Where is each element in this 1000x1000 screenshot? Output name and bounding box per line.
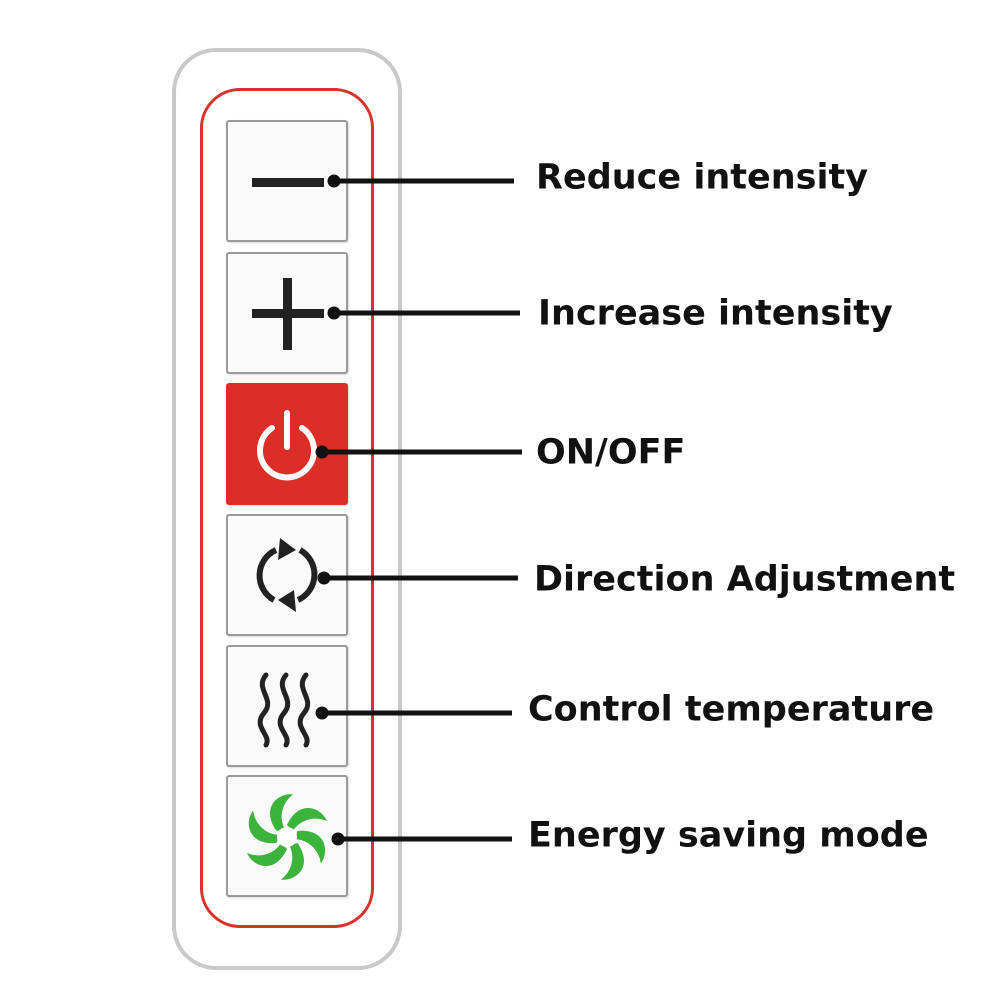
plus-icon <box>252 278 324 350</box>
power-button[interactable] <box>226 383 348 505</box>
rotate-arrows-icon <box>256 538 318 612</box>
label-energy-saving-mode: Energy saving mode <box>528 815 929 856</box>
label-direction-adjustment: Direction Adjustment <box>534 559 956 600</box>
direction-adjustment-button[interactable] <box>226 514 348 636</box>
control-temperature-button[interactable] <box>226 645 348 767</box>
control-panel-red-outline <box>200 88 374 928</box>
increase-intensity-button[interactable] <box>226 252 348 374</box>
label-increase-intensity: Increase intensity <box>538 293 893 334</box>
heat-waves-icon <box>257 672 311 748</box>
label-reduce-intensity: Reduce intensity <box>536 157 869 198</box>
power-icon <box>257 410 317 481</box>
energy-saving-mode-button[interactable] <box>226 775 348 897</box>
label-on-off: ON/OFF <box>536 432 686 473</box>
minus-icon <box>252 178 324 187</box>
reduce-intensity-button[interactable] <box>226 120 348 242</box>
label-control-temperature: Control temperature <box>528 689 935 730</box>
eco-leaf-swirl-icon <box>247 794 327 880</box>
